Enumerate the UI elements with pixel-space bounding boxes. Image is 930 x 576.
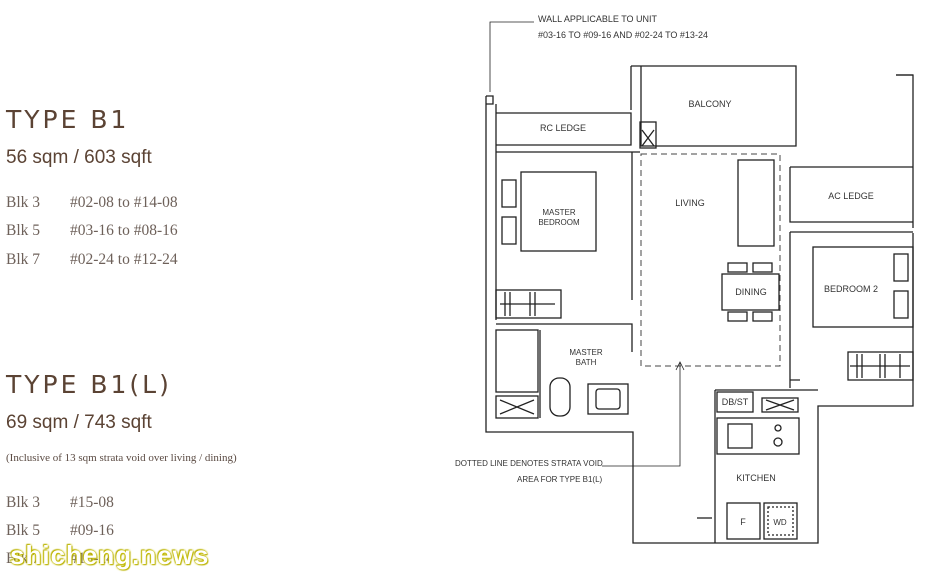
- type-b1-area: 56 sqm / 603 sqft: [6, 147, 152, 168]
- washer-dryer-label: WD: [773, 518, 787, 527]
- bedside-table: [893, 253, 909, 282]
- db-st-cabinet: [716, 391, 754, 413]
- db-st-label: DB/ST: [722, 397, 749, 407]
- kitchen-counter: [716, 417, 800, 455]
- unit-range: #02-08 to #14-08: [70, 194, 178, 211]
- hob-burner: [773, 437, 783, 447]
- wardrobe: [847, 351, 914, 381]
- basin: [595, 388, 621, 410]
- sofa: [737, 159, 775, 247]
- master-bedroom-label: MASTER: [542, 208, 576, 217]
- watermark: shicheng.news: [10, 540, 210, 570]
- type-b1l-block-row: Blk 7 #13-24: [6, 550, 114, 568]
- dotted-note-leader: [602, 362, 681, 467]
- balcony-label: BALCONY: [688, 99, 731, 109]
- dotted-note-line2: AREA FOR TYPE B1(L): [517, 475, 603, 484]
- dotted-note-line1: DOTTED LINE DENOTES STRATA VOID: [455, 459, 603, 468]
- master-bed: [520, 171, 597, 252]
- block-label: Blk 7: [6, 251, 41, 268]
- dining-label: DINING: [735, 287, 767, 297]
- type-b1l-title: TYPE B1(L): [6, 370, 172, 399]
- vanity: [587, 383, 629, 415]
- living-label: LIVING: [675, 198, 705, 208]
- bedroom2-label: BEDROOM 2: [824, 284, 878, 294]
- unit-range: #13-24: [70, 550, 114, 567]
- rc-ledge-outline: [496, 112, 632, 146]
- fridge: [726, 502, 761, 540]
- master-bedroom-label: BEDROOM: [538, 218, 580, 227]
- type-b1-block-row: Blk 7 #02-24 to #12-24: [6, 251, 178, 269]
- shower-tray: [495, 395, 539, 419]
- bedroom2-bed: [812, 246, 914, 328]
- block-label: Blk 5: [6, 522, 41, 539]
- block-label: Blk 7: [6, 550, 41, 567]
- wall-piece: [789, 379, 800, 388]
- type-b1-title: TYPE B1: [6, 105, 130, 134]
- balcony-outline: [631, 65, 797, 147]
- washer-dryer: [763, 502, 798, 540]
- kitchen-drain: [765, 399, 795, 411]
- bedside-table: [501, 216, 517, 245]
- shower-drain: [499, 399, 535, 415]
- hob-burner: [774, 424, 782, 432]
- fridge-label: F: [740, 517, 746, 527]
- dining-chair: [752, 311, 773, 322]
- unit-info-panel: TYPE B1 56 sqm / 603 sqft Blk 3 #02-08 to…: [0, 0, 450, 576]
- rc-ledge-label: RC LEDGE: [540, 123, 586, 133]
- unit-range: #15-08: [70, 494, 114, 511]
- bedside-table: [501, 179, 517, 208]
- unit-range: #09-16: [70, 522, 114, 539]
- block-label: Blk 3: [6, 494, 41, 511]
- strata-void-outline: [640, 153, 781, 367]
- type-b1l-block-row: Blk 3 #15-08: [6, 494, 114, 512]
- bedside-table: [893, 290, 909, 319]
- shower: [495, 329, 539, 393]
- wall-note-line2: #03-16 TO #09-16 AND #02-24 TO #13-24: [538, 30, 708, 40]
- ac-ledge-label: AC LEDGE: [828, 191, 874, 201]
- block-label: Blk 5: [6, 222, 41, 239]
- interior-wall: [496, 323, 633, 352]
- ac-box-mark: [641, 129, 655, 147]
- toilet: [549, 377, 571, 417]
- type-b1l-block-row: Blk 5 #09-16: [6, 522, 114, 540]
- wall-note-leader: [489, 21, 534, 92]
- wall-column: [486, 95, 494, 105]
- unit-range: #03-16 to #08-16: [70, 222, 178, 239]
- wardrobe: [495, 289, 562, 319]
- type-b1-block-row: Blk 3 #02-08 to #14-08: [6, 194, 178, 212]
- block-label: Blk 3: [6, 194, 41, 211]
- master-bath-label: BATH: [576, 358, 597, 367]
- ac-box: [639, 121, 657, 149]
- leader-arrow: [675, 361, 685, 371]
- washer-dryer-inner: [767, 506, 794, 536]
- kitchen-label: KITCHEN: [736, 473, 776, 483]
- unit-range: #02-24 to #12-24: [70, 251, 178, 268]
- strata-void-note: (Inclusive of 13 sqm strata void over li…: [6, 452, 237, 464]
- ac-ledge-outline: [789, 166, 913, 223]
- master-bath-label: MASTER: [569, 348, 603, 357]
- type-b1-block-row: Blk 5 #03-16 to #08-16: [6, 222, 178, 240]
- dining-chair: [727, 262, 748, 273]
- dining-chair: [727, 311, 748, 322]
- dining-table: [721, 273, 780, 311]
- type-b1l-area: 69 sqm / 743 sqft: [6, 412, 152, 433]
- kitchen-sink-tray: [761, 397, 799, 413]
- kitchen-sink: [727, 423, 753, 449]
- wall-note-line1: WALL APPLICABLE TO UNIT: [538, 14, 658, 24]
- dining-chair: [752, 262, 773, 273]
